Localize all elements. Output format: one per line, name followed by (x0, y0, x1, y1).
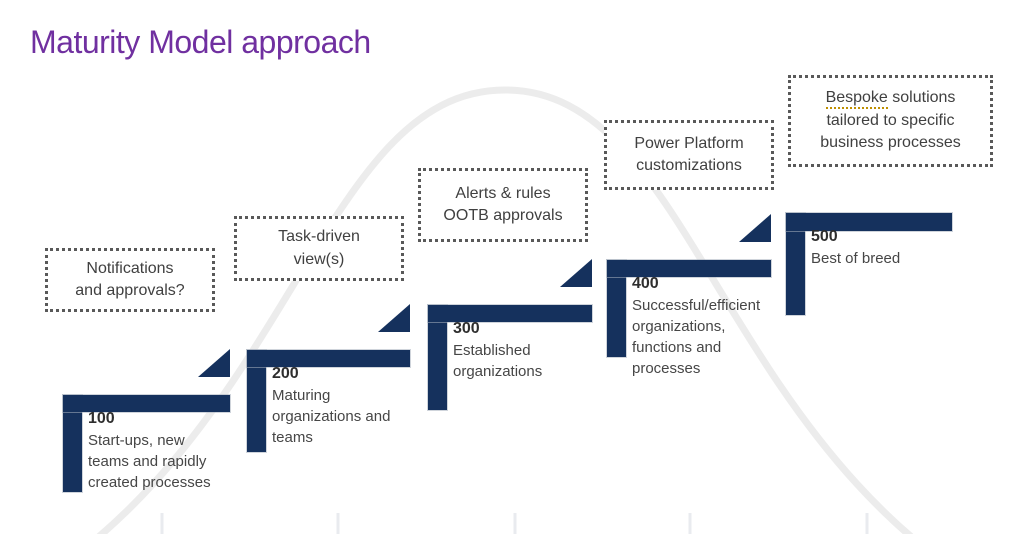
step-300-riser (428, 305, 447, 410)
step-100-riser (63, 395, 82, 492)
step-description: Best of breed (811, 250, 901, 267)
step-400-tread (607, 260, 771, 277)
callout-bespoke-solutions: Bespoke solutions tailored to specific b… (788, 75, 993, 167)
spellcheck-flagged-word: Bespoke (825, 89, 888, 110)
callout-label-line1-rest: solutions (887, 89, 956, 107)
step-100-tread (63, 395, 230, 412)
callout-label: Bespoke solutions tailored to specific b… (820, 87, 961, 154)
step-400-riser (607, 260, 626, 357)
maturity-step-200: 200 Maturing organizations and teams (272, 365, 437, 448)
step-description: Successful/efficient organizations, func… (632, 297, 761, 377)
maturity-step-500: 500 Best of breed (811, 228, 976, 269)
bell-curve (96, 86, 914, 534)
callout-alerts-rules-ootb: Alerts & rules OOTB approvals (418, 168, 588, 242)
callout-label: Task-driven view(s) (278, 228, 360, 268)
callout-label: Notifications and approvals? (75, 259, 185, 299)
callout-label: Alerts & rules OOTB approvals (443, 184, 563, 224)
maturity-step-300: 300 Established organizations (453, 320, 618, 382)
step-number: 400 (632, 275, 659, 292)
step-500-tread (786, 213, 952, 231)
callout-task-driven-views: Task-driven view(s) (234, 216, 404, 281)
callout-label-rest: tailored to specific business processes (820, 111, 961, 152)
step-300-tread (428, 305, 592, 322)
step-number: 100 (88, 410, 115, 427)
step-description: Start-ups, new teams and rapidly created… (88, 432, 211, 491)
step-number: 300 (453, 320, 480, 337)
step-200-tread (247, 350, 410, 367)
step-description: Maturing organizations and teams (272, 387, 391, 446)
callout-power-platform: Power Platform customizations (604, 120, 774, 190)
callout-label-line1: Bespoke solutions (820, 87, 961, 110)
step-number: 500 (811, 228, 838, 245)
maturity-step-100: 100 Start-ups, new teams and rapidly cre… (88, 410, 253, 493)
slide-title: Maturity Model approach (30, 24, 371, 60)
axis-ticks (160, 513, 869, 534)
callout-notifications-approvals: Notifications and approvals? (45, 248, 215, 312)
maturity-step-400: 400 Successful/efficient organizations, … (632, 275, 797, 379)
callout-label: Power Platform customizations (634, 134, 744, 174)
step-number: 200 (272, 365, 299, 382)
step-500-riser (786, 213, 805, 315)
step-description: Established organizations (453, 342, 543, 380)
step-200-riser (247, 350, 266, 452)
